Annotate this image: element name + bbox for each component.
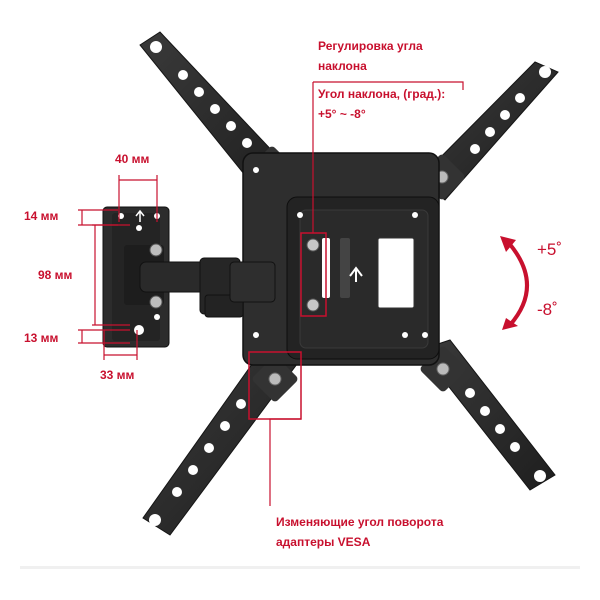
tilt-arrow-head-up (500, 236, 516, 252)
angle-plus-label: +5˚ (537, 240, 563, 259)
angle-minus-label: -8˚ (537, 300, 558, 319)
wall-bracket (102, 206, 170, 348)
dimension-width-bottom: 33 мм (100, 368, 135, 382)
center-plate (242, 152, 440, 366)
vesa-note-line1: Изменяющие угол поворота (276, 515, 444, 529)
dimension-lines (78, 175, 158, 360)
vesa-leader-line (269, 418, 301, 506)
dimension-height: 98 мм (38, 268, 73, 282)
tilt-range-line1: Угол наклона, (град.): (318, 87, 446, 101)
vesa-note-line2: адаптеры VESA (276, 535, 371, 549)
tilt-title-line2: наклона (318, 59, 367, 73)
tilt-arrow-head-down (502, 318, 518, 330)
tilt-arrow-arc (506, 240, 529, 327)
tilt-leader-hook (313, 81, 464, 90)
dimension-bottom-offset: 13 мм (24, 331, 59, 345)
dimension-top-offset: 14 мм (24, 209, 59, 223)
swing-arm (139, 257, 276, 318)
dimension-width-top: 40 мм (115, 152, 150, 166)
tilt-title-line1: Регулировка угла (318, 39, 423, 53)
floor-shadow (20, 566, 580, 569)
vesa-arm-bottom-right (419, 339, 556, 491)
tilt-range-line2: +5° ~ -8° (318, 107, 366, 121)
vesa-arm-bottom-left (142, 349, 301, 536)
